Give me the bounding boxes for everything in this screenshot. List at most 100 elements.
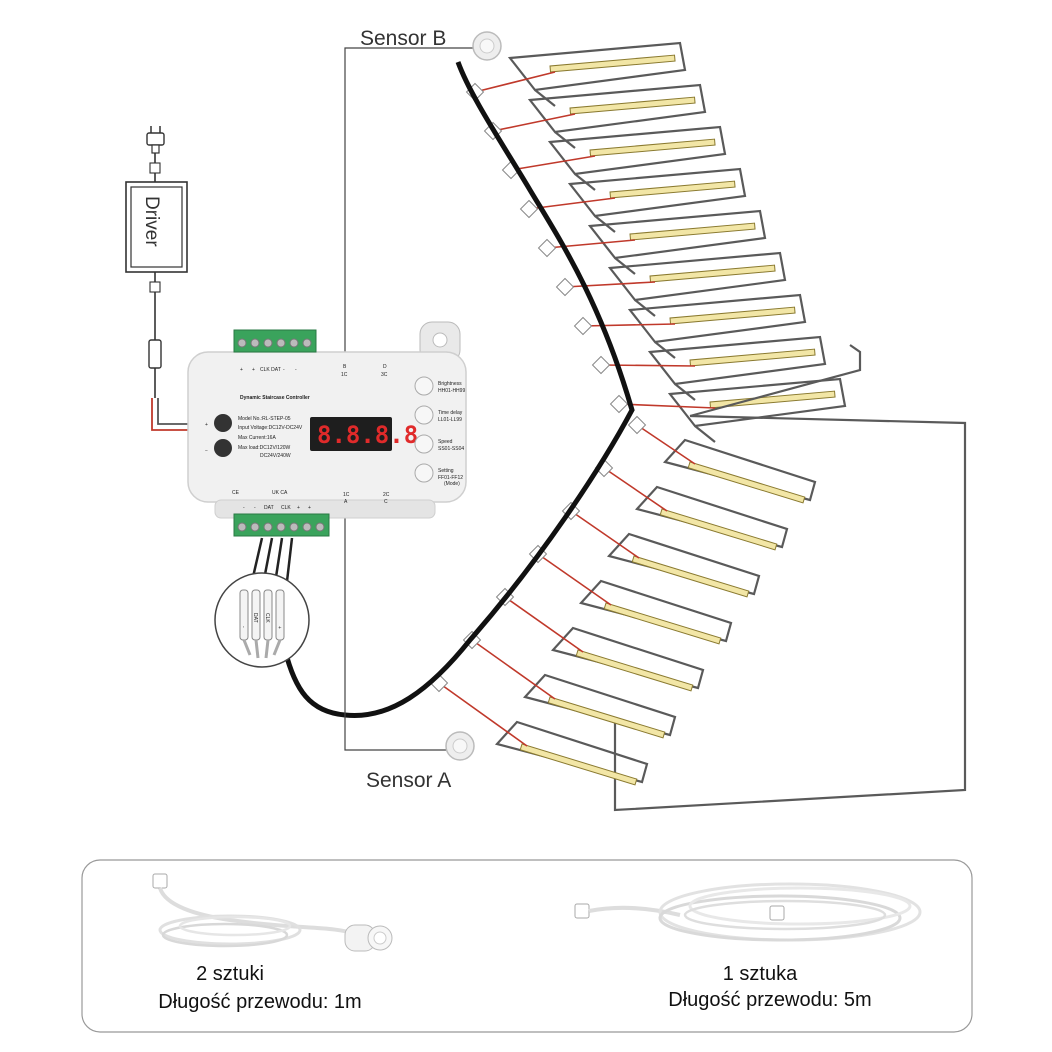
step-wire — [528, 197, 616, 210]
step-wire — [618, 403, 716, 409]
stair-riser — [694, 425, 716, 443]
port-top-left-a: B — [343, 364, 347, 370]
led-display-digits: 8.8.8.8 — [317, 421, 418, 449]
stair-step — [578, 579, 733, 643]
plus-mark: + — [205, 422, 208, 428]
callout-minus: - — [240, 626, 246, 628]
sensor-a-icon — [445, 731, 475, 761]
terminal-screw — [302, 522, 312, 532]
controller-button-0[interactable] — [414, 376, 434, 396]
driver-box: Driver — [125, 181, 188, 273]
controller-button-2[interactable] — [414, 434, 434, 454]
top-terminal-plus-2: + — [252, 367, 255, 373]
sensor-b-icon — [472, 31, 502, 61]
port-top-right-a: D — [383, 364, 387, 370]
button-label-1: Time delay — [438, 410, 463, 416]
controller-title: Dynamic Staircase Controller — [240, 395, 310, 401]
port-bottom-left-b: A — [344, 499, 348, 505]
step-wire — [474, 71, 556, 93]
button-extra-3: (Mode) — [444, 481, 460, 487]
step-wire — [471, 639, 556, 700]
step-wiring — [429, 71, 716, 747]
controller-button-1[interactable] — [414, 405, 434, 425]
led-strip — [519, 743, 638, 786]
stair-step — [567, 167, 747, 218]
wire-connector — [591, 355, 611, 375]
lower-stair-flight — [494, 438, 817, 786]
terminal-screw — [315, 522, 325, 532]
wire-connector — [609, 394, 629, 414]
led-strip — [631, 555, 750, 598]
button-label-3: Setting — [438, 468, 454, 474]
step-wire — [510, 155, 596, 171]
led-strip — [689, 348, 816, 367]
led-strip — [575, 649, 694, 692]
spec-4: DC24V/240W — [260, 453, 291, 459]
controller-unit: CLK DAT + + - - B 1C D 3C Dynamic Stairc… — [187, 321, 467, 537]
led-strip — [649, 264, 776, 283]
spec-0: Model No.:RL-STEP-05 — [238, 416, 291, 422]
top-terminal-minus-2: - — [295, 367, 297, 373]
button-label-0: Brightness — [438, 381, 462, 387]
top-terminal-plus-1: + — [240, 367, 243, 373]
stair-step — [662, 438, 817, 502]
accessory-1-count: 2 sztuki — [196, 963, 264, 985]
step-wire — [504, 596, 584, 653]
spec-1: Input Voltage:DC12V-DC24V — [238, 425, 303, 431]
accessory-2-length: Długość przewodu: 5m — [668, 989, 872, 1011]
controller-button-3[interactable] — [414, 463, 434, 483]
port-bottom-right-a: 2C — [383, 492, 390, 498]
upper-stair-flight — [507, 41, 967, 812]
bot-term-lbl-4: + — [297, 505, 300, 511]
port-top-left-b: 1C — [341, 372, 348, 378]
led-strip — [547, 696, 666, 739]
terminal-screw — [250, 338, 260, 348]
minus-mark: − — [205, 448, 208, 454]
sensor-a-label: Sensor A — [366, 769, 451, 792]
stair-side-wall — [613, 414, 967, 812]
terminal-screw — [276, 338, 286, 348]
port-top-right-b: 3C — [381, 372, 388, 378]
stair-step — [494, 720, 649, 784]
stair-step — [667, 377, 847, 428]
step-wire — [582, 323, 676, 327]
led-strip — [603, 602, 722, 645]
stair-step — [587, 209, 767, 260]
terminal-screw — [302, 338, 312, 348]
led-strip — [569, 96, 696, 115]
landing-edge — [689, 344, 862, 418]
led-strip — [659, 508, 778, 551]
top-terminal-minus-1: - — [283, 367, 285, 373]
bot-term-lbl-0: - — [243, 505, 245, 511]
stair-step — [547, 125, 727, 176]
accessory-2-count: 1 sztuka — [722, 963, 798, 985]
led-strip — [549, 54, 676, 73]
led-strip — [687, 461, 806, 504]
sensor-b-label: Sensor B — [360, 27, 446, 50]
power-input-plus-knob — [214, 414, 232, 432]
step-wire — [537, 553, 612, 606]
bot-term-lbl-5: + — [308, 505, 311, 511]
bot-term-lbl-2: DAT — [264, 505, 274, 511]
stair-step — [647, 335, 827, 386]
stair-step — [634, 485, 789, 549]
long-cable-coil-image — [574, 882, 922, 942]
led-strip — [589, 138, 716, 157]
terminal-screw — [237, 338, 247, 348]
sensor-a-line — [344, 500, 448, 751]
stair-step — [606, 532, 761, 596]
top-terminal-block — [233, 329, 317, 353]
led-strip — [709, 390, 836, 409]
button-range-3: FF01-FF12 — [438, 475, 463, 481]
stair-step — [607, 251, 787, 302]
sensor-b-line — [344, 47, 475, 355]
led-display — [310, 417, 392, 451]
port-bottom-right-b: C — [384, 499, 388, 505]
wire-callout: - DAT CLK + — [214, 572, 310, 668]
power-plug-icon — [146, 126, 165, 182]
bot-term-lbl-3: CLK — [281, 505, 291, 511]
bot-term-lbl-1: - — [254, 505, 256, 511]
spec-2: Max Current:16A — [238, 435, 276, 441]
terminal-screw — [237, 522, 247, 532]
